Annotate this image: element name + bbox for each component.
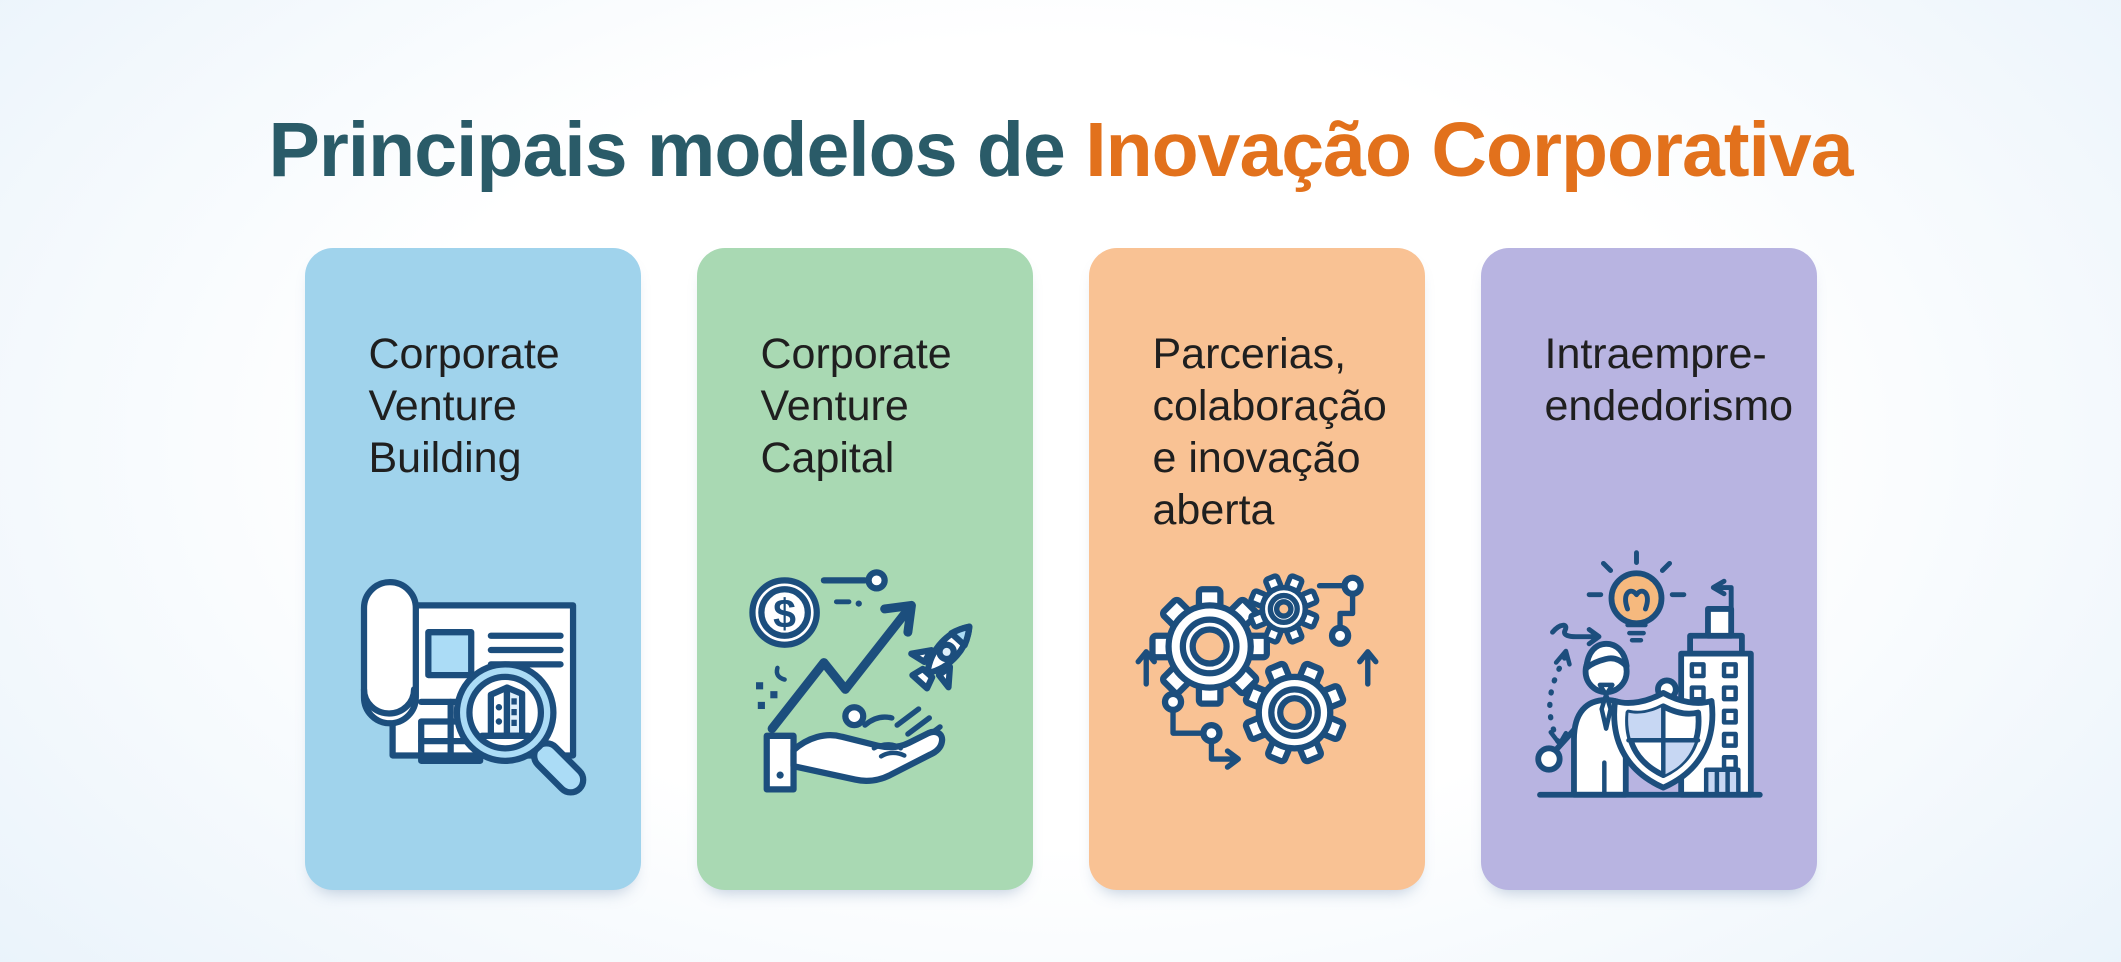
card-label: Intraempre- endedorismo xyxy=(1544,330,1794,431)
card-label: Corporate Venture Capital xyxy=(760,330,952,483)
model-card-intraempreendedorismo: Intraempre- endedorismo xyxy=(1480,248,1817,890)
blueprint-magnifier-icon xyxy=(360,579,586,796)
page-title: Principais modelos de Inovação Corporati… xyxy=(0,106,2121,195)
hand-coin-rocket-icon: $ xyxy=(748,569,972,793)
entrepreneur-shield-building-icon xyxy=(1534,550,1763,798)
model-card-parcerias-colaboracao-inovacao-aberta: Parcerias, colaboração e inovação aberta xyxy=(1088,248,1425,890)
card-icon: $ xyxy=(731,548,999,820)
model-card-corporate-venture-building: Corporate Venture Building xyxy=(304,248,641,890)
card-icon xyxy=(339,548,607,820)
dollar-sign: $ xyxy=(773,591,796,637)
title-highlight: Inovação Corporativa xyxy=(1085,106,1853,193)
card-label: Parcerias, colaboração e inovação aberta xyxy=(1152,330,1387,535)
card-label: Corporate Venture Building xyxy=(368,330,560,483)
gears-network-icon xyxy=(1135,573,1378,770)
card-icon xyxy=(1515,548,1783,820)
title-prefix: Principais modelos de xyxy=(268,106,1065,193)
model-card-corporate-venture-capital: Corporate Venture Capital $ xyxy=(696,248,1033,890)
card-icon xyxy=(1123,548,1391,820)
cards-row: Corporate Venture Building xyxy=(0,248,2121,890)
